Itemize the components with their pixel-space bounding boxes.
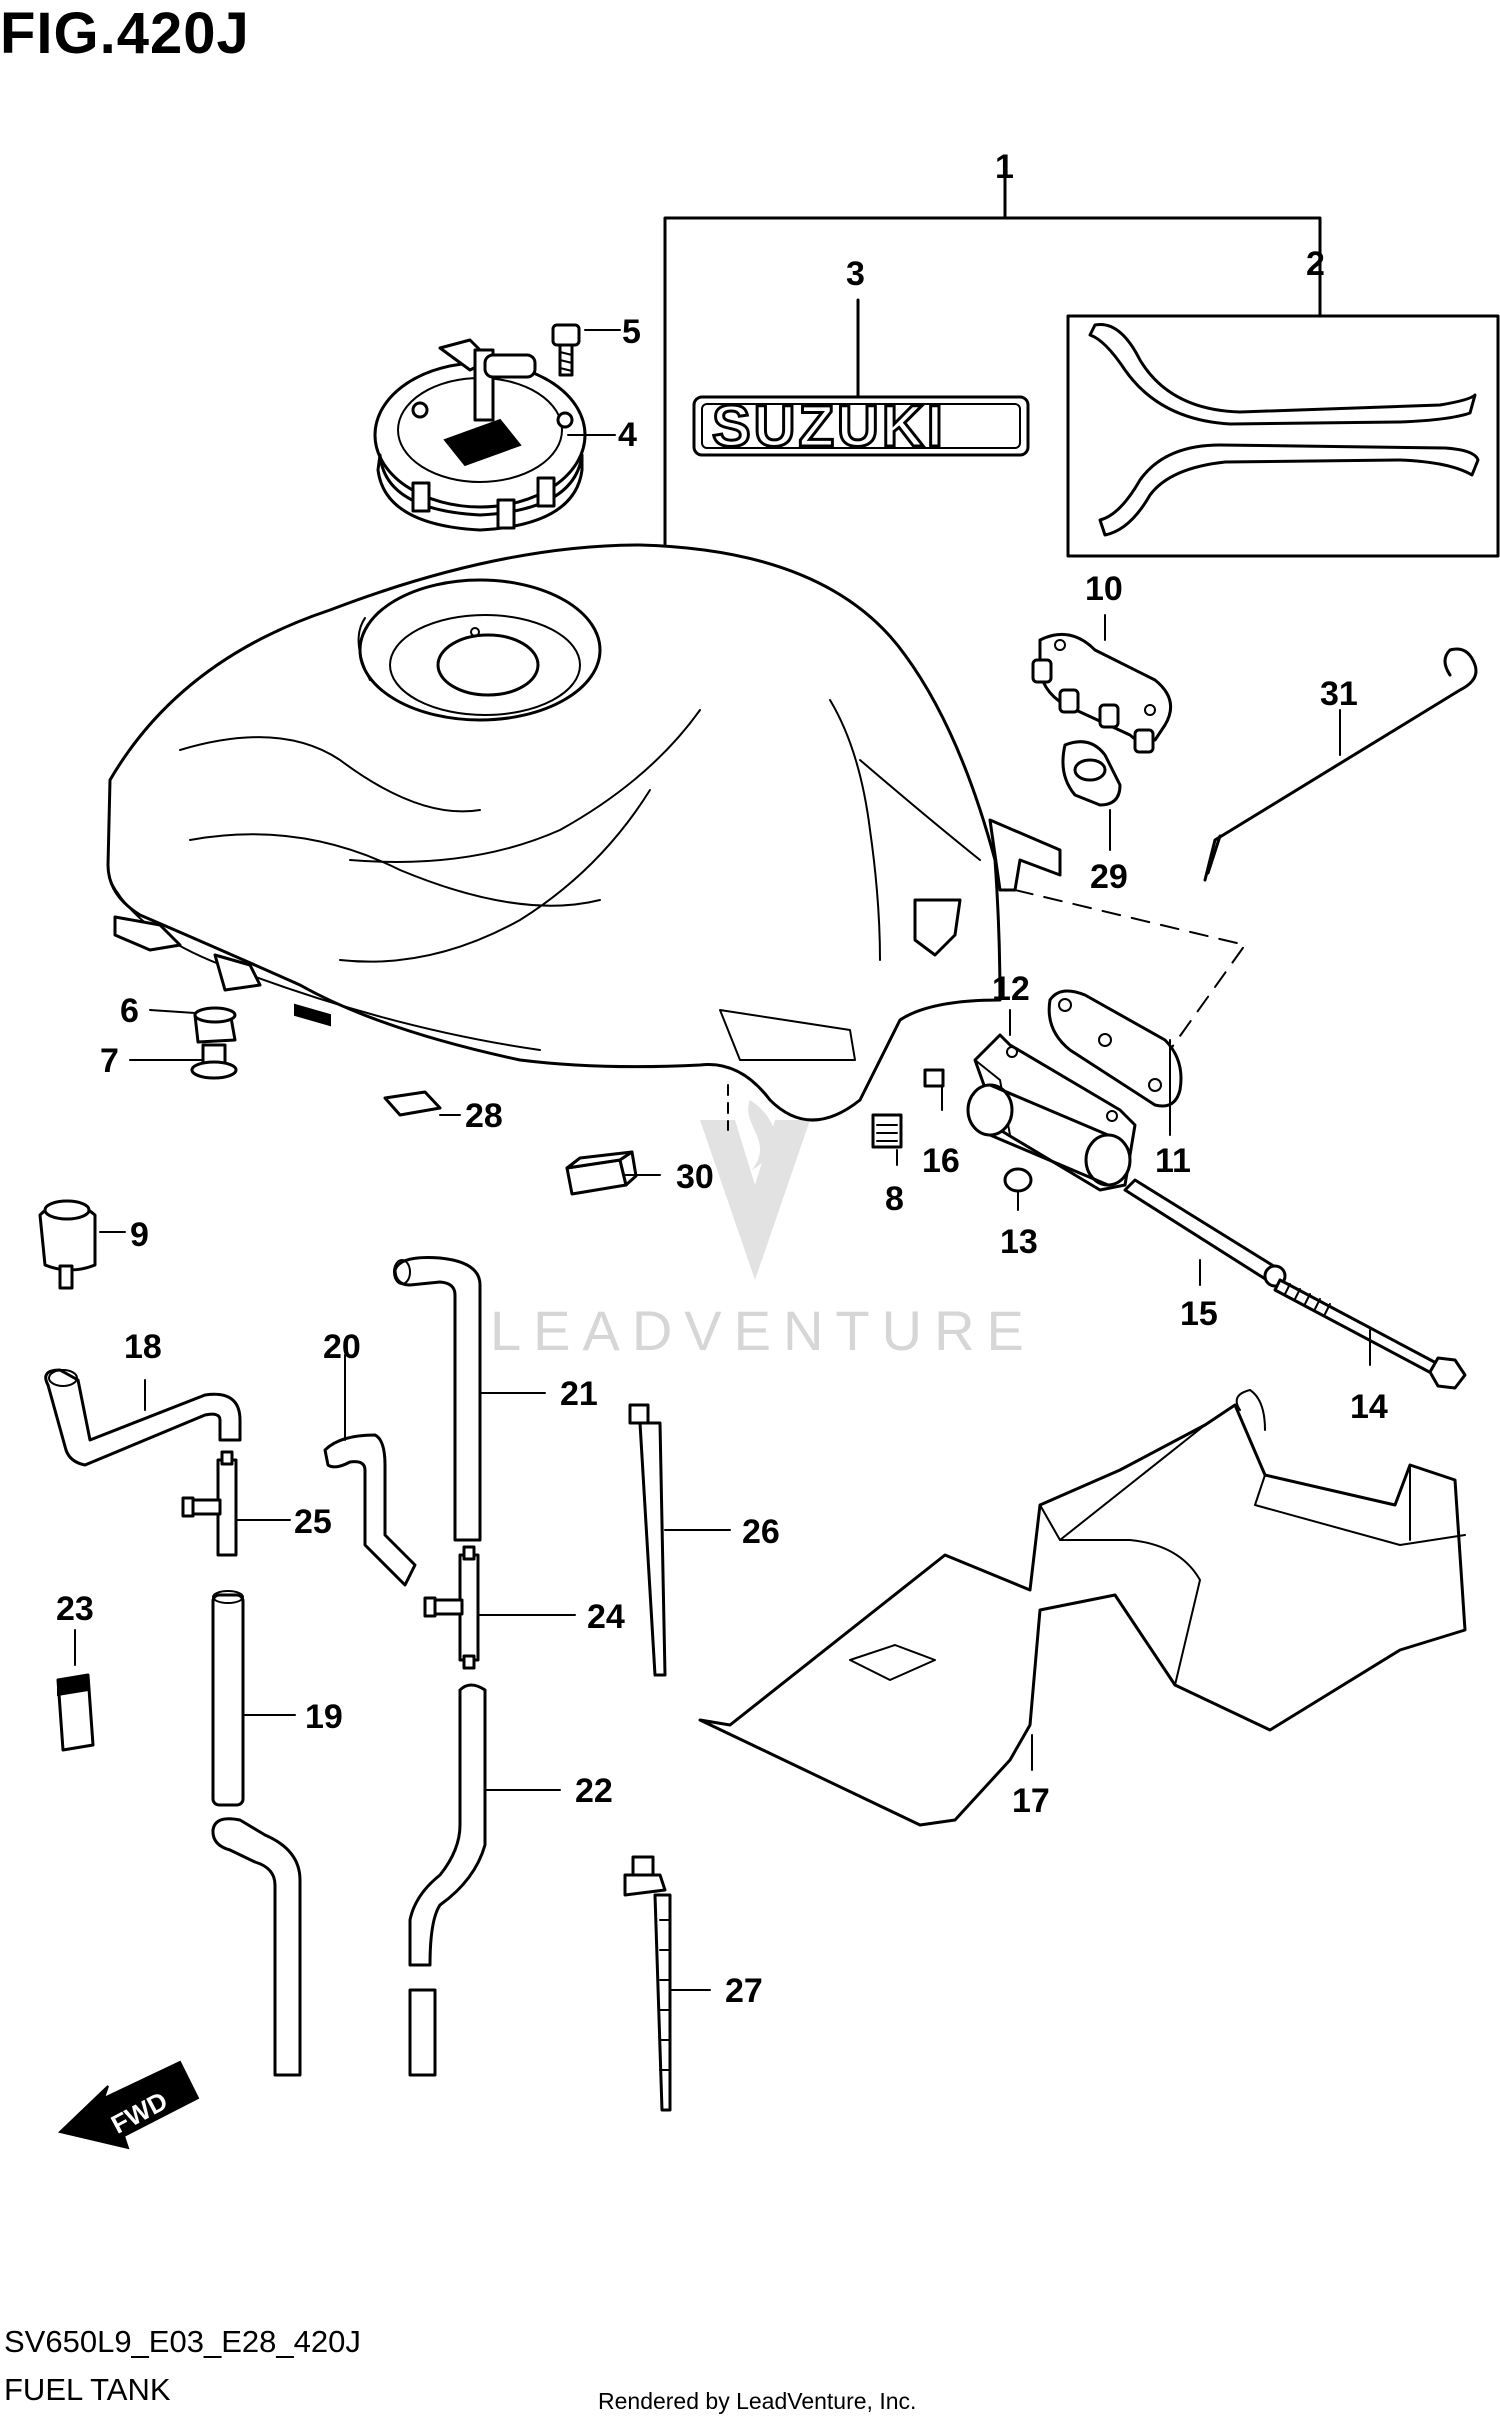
callout-7: 7 xyxy=(100,1042,119,1080)
cushion xyxy=(1061,740,1122,807)
breather-cap xyxy=(38,1199,97,1290)
callout-4: 4 xyxy=(618,416,637,454)
callout-24: 24 xyxy=(587,1598,625,1636)
hose-20 xyxy=(323,1433,417,1587)
callout-19: 19 xyxy=(305,1698,343,1736)
bushing xyxy=(1003,1167,1033,1193)
collar xyxy=(190,1043,238,1080)
callout-5: 5 xyxy=(622,313,641,351)
t-fitting-24 xyxy=(423,1545,480,1670)
callout-3: 3 xyxy=(846,255,865,293)
cable-tie-26 xyxy=(628,1403,667,1677)
callout-6: 6 xyxy=(120,992,139,1030)
cap-screw xyxy=(551,323,581,377)
cable-tie-27 xyxy=(623,1855,672,2112)
callout-30: 30 xyxy=(676,1158,714,1196)
callout-15: 15 xyxy=(1180,1295,1218,1333)
label-23 xyxy=(56,1673,95,1752)
watermark-text: LEADVENTURE xyxy=(490,1299,1036,1362)
hinge-bolt xyxy=(1273,1278,1467,1390)
suzuki-emblem: SUZUKI xyxy=(692,393,1030,461)
hose-19 xyxy=(211,1590,302,2077)
callout-18: 18 xyxy=(124,1328,162,1366)
callout-27: 27 xyxy=(725,1972,763,2010)
assembly-bracket xyxy=(663,168,1322,547)
pad xyxy=(871,1113,903,1149)
emblem-text: SUZUKI xyxy=(712,394,946,459)
clip-nut xyxy=(923,1068,945,1088)
fuel-tank xyxy=(106,543,1062,1122)
callout-20: 20 xyxy=(323,1328,361,1366)
warning-label xyxy=(383,1090,442,1117)
callout-10: 10 xyxy=(1085,570,1123,608)
mount-plate-lower xyxy=(1047,989,1183,1108)
section-name: FUEL TANK xyxy=(4,2372,171,2407)
rubber-block xyxy=(565,1150,638,1196)
callout-17: 17 xyxy=(1012,1782,1050,1820)
hinge-bracket xyxy=(966,1033,1137,1192)
figure-title: FIG.420J xyxy=(0,1,250,66)
callout-9: 9 xyxy=(130,1216,149,1254)
callout-16: 16 xyxy=(922,1142,960,1180)
mount-plate-upper xyxy=(1031,632,1173,754)
prop-rod xyxy=(1203,647,1478,882)
heat-shield xyxy=(698,1389,1467,1827)
rendered-by-credit: Rendered by LeadVenture, Inc. xyxy=(598,2388,917,2414)
callout-1: 1 xyxy=(995,148,1014,186)
forward-arrow-icon: FWD xyxy=(57,2060,200,2150)
tank-stripes xyxy=(1066,314,1500,558)
callout-28: 28 xyxy=(465,1097,503,1135)
callout-2: 2 xyxy=(1306,245,1325,283)
callout-25: 25 xyxy=(294,1503,332,1541)
callout-11: 11 xyxy=(1155,1142,1191,1180)
callout-21: 21 xyxy=(560,1375,598,1413)
callout-22: 22 xyxy=(575,1772,613,1810)
callout-12: 12 xyxy=(992,970,1030,1008)
callout-31: 31 xyxy=(1320,675,1358,713)
callout-29: 29 xyxy=(1090,858,1128,896)
callout-26: 26 xyxy=(742,1513,780,1551)
assembly-guides xyxy=(727,889,1246,1131)
callouts: 1 2 3 4 5 6 7 8 9 10 11 12 13 14 15 16 1… xyxy=(56,148,1388,2010)
model-code: SV650L9_E03_E28_420J xyxy=(4,2324,361,2359)
watermark: LEADVENTURE xyxy=(490,1100,1036,1362)
callout-14: 14 xyxy=(1350,1388,1388,1426)
fuel-cap xyxy=(373,338,587,532)
hose-21 xyxy=(393,1256,482,1542)
grommet xyxy=(193,1006,237,1044)
leader-lines xyxy=(74,279,1371,1991)
hinge-collar xyxy=(1123,1178,1287,1288)
hose-22 xyxy=(408,1683,487,2077)
callout-13: 13 xyxy=(1000,1223,1038,1261)
hose-18 xyxy=(44,1368,242,1467)
t-fitting-25 xyxy=(181,1450,238,1557)
callout-8: 8 xyxy=(885,1180,904,1218)
callout-23: 23 xyxy=(56,1590,94,1628)
